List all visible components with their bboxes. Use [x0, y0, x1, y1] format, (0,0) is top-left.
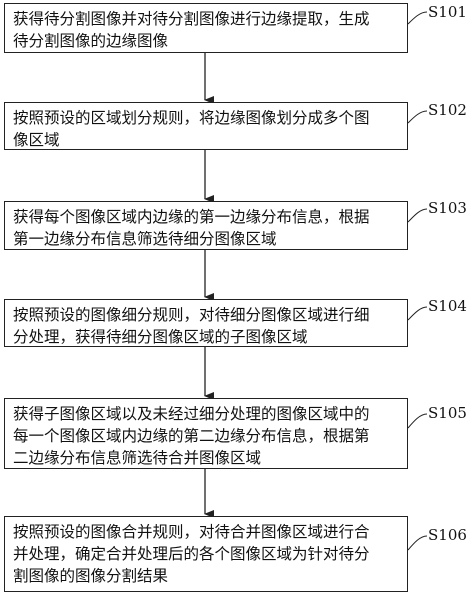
step-box-s104: 按照预设的图像细分规则，对待细分图像区域进行细 分处理，获得待细分图像区域的子图… — [4, 299, 408, 347]
step-text-line: 获得待分割图像并对待分割图像进行边缘提取，生成 — [13, 10, 370, 28]
step-text-line: 二边缘分布信息筛选待合并图像区域 — [13, 449, 262, 467]
step-text-line: 每一个图像区域内边缘的第二边缘分布信息，根据第 — [13, 427, 370, 445]
leader-s102 — [407, 110, 428, 124]
step-label-s104: S104 — [428, 297, 467, 315]
leader-s106 — [407, 535, 428, 551]
step-text-line: 并处理，确定合并处理后的各个图像区域为针对待分 — [13, 545, 370, 563]
step-label-s101: S101 — [428, 3, 467, 21]
step-text-line: 第一边缘分布信息筛选待细分图像区域 — [13, 230, 277, 248]
leader-s103 — [407, 208, 428, 223]
step-box-s105: 获得子图像区域以及未经过细分处理的图像区域中的 每一个图像区域内边缘的第二边缘分… — [4, 398, 408, 469]
step-box-s103: 获得每个图像区域内边缘的第一边缘分布信息，根据 第一边缘分布信息筛选待细分图像区… — [4, 201, 408, 250]
step-text-line: 割图像的图像分割结果 — [13, 567, 169, 585]
step-text-line: 像区域 — [13, 131, 60, 149]
step-box-s101: 获得待分割图像并对待分割图像进行边缘提取，生成 待分割图像的边缘图像 — [4, 3, 408, 53]
leader-s101 — [407, 11, 428, 25]
leader-s105 — [407, 413, 428, 429]
step-text-line: 按照预设的图像细分规则，对待细分图像区域进行细 — [13, 306, 370, 324]
step-label-s102: S102 — [428, 101, 467, 119]
step-text-line: 待分割图像的边缘图像 — [13, 32, 169, 50]
step-label-s103: S103 — [428, 199, 467, 217]
step-box-s102: 按照预设的区域划分规则，将边缘图像划分成多个图 像区域 — [4, 102, 408, 150]
leader-s104 — [407, 306, 428, 321]
step-label-s105: S105 — [428, 404, 467, 422]
step-text-line: 按照预设的区域划分规则，将边缘图像划分成多个图 — [13, 109, 370, 127]
step-label-s106: S106 — [428, 526, 467, 544]
step-text-line: 按照预设的图像合并规则，对待合并图像区域进行合 — [13, 523, 370, 541]
step-box-s106: 按照预设的图像合并规则，对待合并图像区域进行合 并处理，确定合并处理后的各个图像… — [4, 516, 408, 592]
step-text-line: 获得子图像区域以及未经过细分处理的图像区域中的 — [13, 405, 370, 423]
step-text-line: 分处理，获得待细分图像区域的子图像区域 — [13, 328, 308, 346]
step-text-line: 获得每个图像区域内边缘的第一边缘分布信息，根据 — [13, 208, 370, 226]
